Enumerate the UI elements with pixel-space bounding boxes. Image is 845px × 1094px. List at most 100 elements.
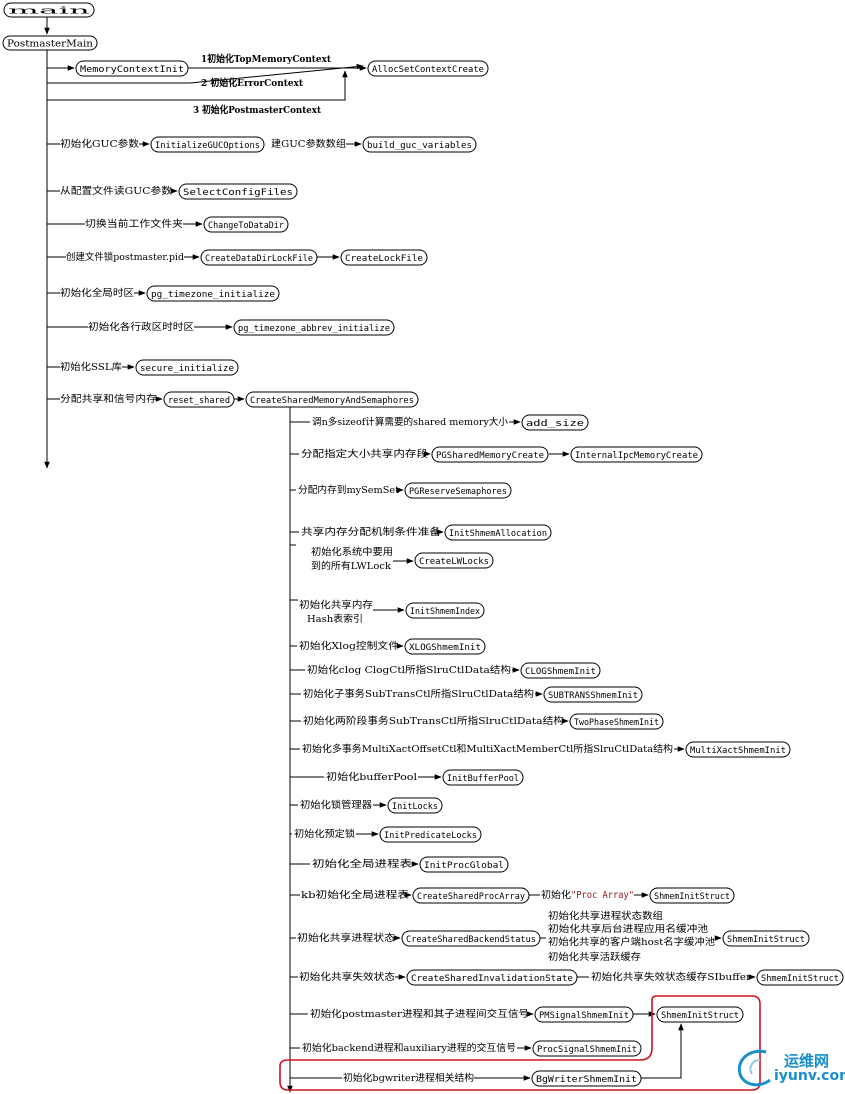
- label-init-predicate-lock: 初始化预定锁: [294, 828, 356, 840]
- node-init-shmem-allocation[interactable]: InitShmemAllocation: [444, 524, 552, 541]
- node-init-locks[interactable]: InitLocks: [387, 797, 443, 814]
- node-alloc-set-context-create[interactable]: AllocSetContextCreate: [367, 60, 489, 77]
- label-init-postmaster-context: 3 初始化PostmasterContext: [193, 104, 322, 116]
- node-pill-shape: [178, 183, 298, 200]
- node-subtrans-shmem-init[interactable]: SUBTRANSShmemInit: [543, 686, 643, 703]
- node-secure-initialize[interactable]: secure_initialize: [135, 359, 239, 376]
- connectors: [44, 17, 756, 1093]
- node-two-phase-shmem-init[interactable]: TwoPhaseShmemInit: [569, 713, 664, 730]
- highlight-outline: [279, 995, 761, 1091]
- node-pill-shape: [756, 969, 844, 986]
- node-label: reset_shared: [168, 396, 230, 406]
- node-pill-shape: [362, 136, 477, 153]
- label-init-shared-hash-index-line1: 初始化共享内存: [299, 599, 374, 611]
- node-pill-shape: [163, 391, 235, 408]
- node-pm-signal-shmem-init[interactable]: PMSignalShmemInit: [534, 1006, 634, 1023]
- node-clog-shmem-init[interactable]: CLOGShmemInit: [520, 662, 601, 679]
- node-pg-reserve-semaphores[interactable]: PGReserveSemaphores: [404, 482, 512, 499]
- node-label: InitShmemAllocation: [449, 529, 547, 539]
- node-create-shared-proc-array[interactable]: CreateSharedProcArray: [412, 887, 530, 904]
- node-init-shmem-index[interactable]: InitShmemIndex: [405, 602, 485, 619]
- label-create-lock-postmaster-pid: 创建文件锁postmaster.pid: [66, 251, 184, 263]
- label-switch-work-dir: 切换当前工作文件夹: [85, 218, 184, 230]
- label-init-backend-aux-signals: 初始化backend进程和auxiliary进程的交互信号: [302, 1042, 516, 1054]
- node-pill-shape: [532, 1040, 642, 1057]
- node-init-proc-global[interactable]: InitProcGlobal: [419, 856, 509, 873]
- node-pill-shape: [520, 662, 601, 679]
- node-create-shared-backend-status[interactable]: CreateSharedBackendStatus: [401, 930, 541, 947]
- label-backend-status-line2: 初始化共享后台进程应用名缓冲池: [548, 923, 709, 935]
- node-init-buffer-pool[interactable]: InitBufferPool: [442, 769, 524, 786]
- node-pill-shape: [406, 969, 578, 986]
- node-label: InitLocks: [392, 802, 438, 812]
- label-init-admin-zone-timezone: 初始化各行政区时时区: [88, 321, 195, 333]
- node-pill-shape: [379, 826, 482, 843]
- label-read-guc-from-config: 从配置文件读GUC参数: [60, 185, 173, 197]
- node-create-data-dir-lock-file[interactable]: CreateDataDirLockFile: [200, 249, 318, 266]
- node-pg-timezone-initialize[interactable]: pg_timezone_initialize: [146, 285, 280, 302]
- node-initialize-guc-options[interactable]: InitializeGUCOptions: [150, 136, 265, 153]
- label-init-ssl-lib: 初始化SSL库: [60, 361, 123, 373]
- label-alloc-fixed-size-shared-segment: 分配指定大小共享内存段: [301, 448, 429, 460]
- label-call-sizeof-shared-memory: 调n多sizeof计算需要的shared memory大小: [312, 416, 508, 428]
- node-pill-shape: [569, 713, 664, 730]
- label-init-postmaster-signals: 初始化postmaster进程和其子进程间交互信号: [310, 1008, 529, 1020]
- label-init-global-timezone: 初始化全局时区: [60, 287, 135, 299]
- node-label: ShmemInitStruct: [727, 935, 805, 945]
- node-multi-xact-shmem-init[interactable]: MultiXactShmemInit: [685, 741, 791, 758]
- label-init-all-lwlocks-line1: 初始化系统中要用: [311, 546, 393, 558]
- node-label: SelectConfigFiles: [183, 188, 293, 198]
- highlight-annotation: [279, 995, 761, 1091]
- node-pill-shape: [442, 769, 524, 786]
- connector-line: [47, 63, 364, 84]
- node-create-shared-memory-and-semaphores[interactable]: CreateSharedMemoryAndSemaphores: [245, 391, 419, 408]
- node-proc-signal-shmem-init[interactable]: ProcSignalShmemInit: [532, 1040, 642, 1057]
- label-init-shared-invalid-sibuffer: 初始化共享失效状态缓存SIbuffer: [591, 971, 752, 983]
- label-init-multixact: 初始化多事务MultiXactOffsetCtl和MultiXactMember…: [302, 743, 673, 755]
- node-shmem-init-struct-2[interactable]: ShmemInitStruct: [722, 930, 810, 947]
- node-add-size[interactable]: add_size: [521, 414, 589, 431]
- node-label: PMSignalShmemInit: [539, 1011, 629, 1021]
- label-init-proc-array-prefix: 初始化: [541, 889, 572, 901]
- node-shmem-init-struct-1[interactable]: ShmemInitStruct: [649, 887, 735, 904]
- label-kb-init-global-proc-table: kb初始化全局进程表: [301, 889, 410, 901]
- node-select-config-files[interactable]: SelectConfigFiles: [178, 183, 298, 200]
- node-label: SUBTRANSShmemInit: [548, 691, 638, 701]
- node-shmem-init-struct-3[interactable]: ShmemInitStruct: [756, 969, 844, 986]
- node-postmaster-main[interactable]: PostmasterMain: [2, 35, 98, 51]
- node-create-lock-file[interactable]: CreateLockFile: [340, 249, 428, 266]
- node-change-to-data-dir[interactable]: ChangeToDataDir: [203, 216, 289, 233]
- node-pill-shape: [387, 797, 443, 814]
- node-memory-context-init[interactable]: MemoryContextInit: [75, 60, 189, 77]
- node-bg-writer-shmem-init[interactable]: BgWriterShmemInit: [531, 1070, 642, 1087]
- node-label: InitShmemIndex: [410, 607, 481, 617]
- node-pill-shape: [722, 930, 810, 947]
- node-pill-shape: [404, 638, 486, 655]
- label-init-shared-invalid-state: 初始化共享失效状态: [299, 971, 396, 983]
- watermark-text-cn: 运维网: [784, 1052, 830, 1070]
- label-init-xlog-control-file: 初始化Xlog控制文件: [299, 640, 400, 652]
- node-create-shared-invalidation-state[interactable]: CreateSharedInvalidationState: [406, 969, 578, 986]
- node-pill-shape: [3, 2, 95, 18]
- node-label: CreateSharedProcArray: [417, 892, 526, 902]
- node-pg-timezone-abbrev-initialize[interactable]: pg_timezone_abbrev_initialize: [233, 319, 395, 336]
- node-build-guc-variables[interactable]: build_guc_variables: [362, 136, 477, 153]
- node-pill-shape: [2, 35, 98, 51]
- node-internal-ipc-memory-create[interactable]: InternalIpcMemoryCreate: [570, 446, 703, 463]
- node-main[interactable]: main: [3, 2, 95, 18]
- node-reset-shared[interactable]: reset_shared: [163, 391, 235, 408]
- node-label: pg_timezone_abbrev_initialize: [238, 324, 390, 334]
- node-label: TwoPhaseShmemInit: [574, 718, 659, 728]
- node-label: build_guc_variables: [367, 141, 472, 151]
- node-pg-shared-memory-create[interactable]: PGSharedMemoryCreate: [431, 446, 549, 463]
- node-create-lw-locks[interactable]: CreateLWLocks: [414, 552, 494, 569]
- node-shmem-init-struct-4[interactable]: ShmemInitStruct: [656, 1006, 744, 1023]
- node-xlog-shmem-init[interactable]: XLOGShmemInit: [404, 638, 486, 655]
- node-pill-shape: [401, 930, 541, 947]
- node-pill-shape: [150, 136, 265, 153]
- node-init-predicate-locks[interactable]: InitPredicateLocks: [379, 826, 482, 843]
- node-label: CLOGShmemInit: [525, 667, 596, 677]
- node-label: CreateLockFile: [345, 254, 423, 264]
- watermark-swirl-icon: [737, 1049, 771, 1087]
